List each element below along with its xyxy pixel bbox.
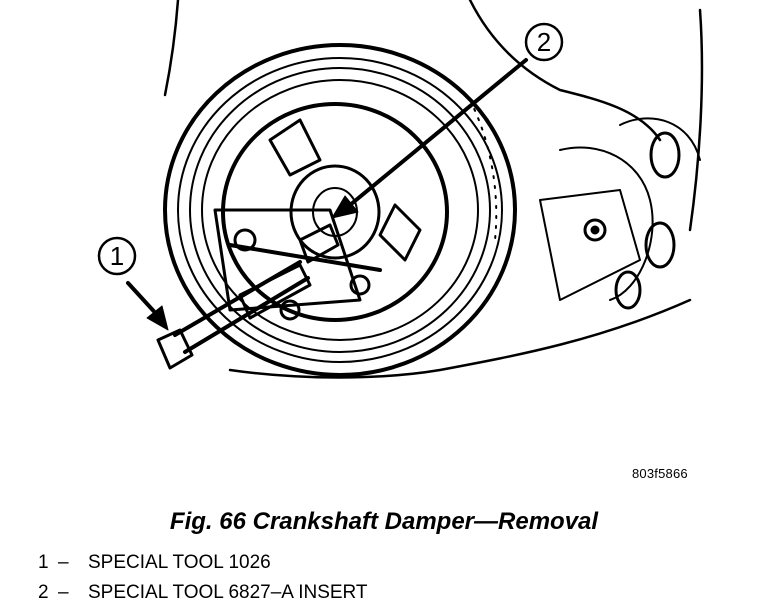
accessory-bracket bbox=[539, 131, 681, 310]
figure-caption: Fig. 66 Crankshaft Damper—Removal bbox=[169, 508, 599, 535]
legend-item: 2–SPECIAL TOOL 6827–A INSERT bbox=[38, 578, 368, 608]
image-reference-code: 803f5866 bbox=[632, 466, 688, 481]
forcing-screw bbox=[156, 260, 310, 370]
legend-dash: – bbox=[58, 552, 69, 573]
callout-1-number: 1 bbox=[110, 241, 124, 271]
callout-1 bbox=[97, 236, 169, 331]
legend-item: 1–SPECIAL TOOL 1026 bbox=[38, 548, 368, 578]
legend-list: 1–SPECIAL TOOL 1026 2–SPECIAL TOOL 6827–… bbox=[38, 548, 368, 608]
engine-block bbox=[163, 0, 704, 379]
crankshaft-damper-illustration: 1 2 bbox=[97, 0, 704, 379]
legend-dash: – bbox=[58, 582, 69, 603]
legend-text: SPECIAL TOOL 1026 bbox=[88, 552, 271, 573]
legend-number: 1 bbox=[38, 552, 49, 573]
damper-pulley bbox=[163, 43, 517, 377]
legend-text: SPECIAL TOOL 6827–A INSERT bbox=[88, 582, 368, 603]
legend-number: 2 bbox=[38, 582, 49, 603]
callout-2 bbox=[331, 22, 564, 219]
callout-2-number: 2 bbox=[537, 27, 551, 57]
